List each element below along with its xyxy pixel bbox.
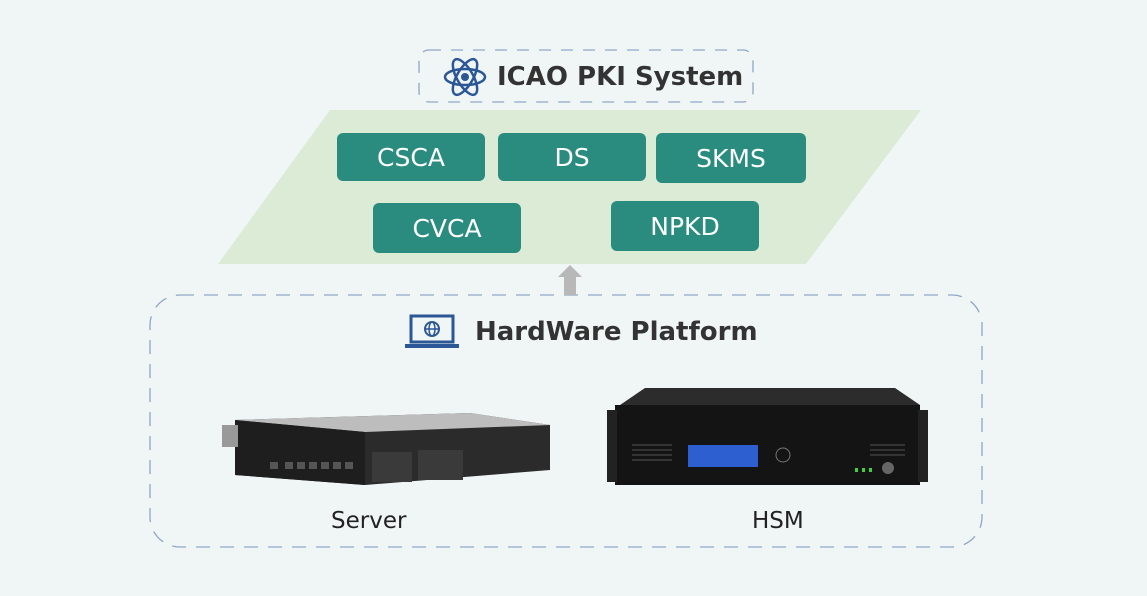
module-cvca: CVCA <box>373 203 521 253</box>
atom-icon <box>443 57 487 97</box>
module-npkd: NPKD <box>611 201 759 251</box>
up-arrow-icon <box>558 265 582 295</box>
hardware-title: HardWare Platform <box>403 314 758 350</box>
hardware-title-text: HardWare Platform <box>475 317 758 347</box>
module-csca: CSCA <box>337 133 485 181</box>
module-ds: DS <box>498 133 646 181</box>
system-title-text: ICAO PKI System <box>497 62 744 92</box>
system-title: ICAO PKI System <box>443 55 743 99</box>
server-label: Server <box>331 508 407 534</box>
hsm-image <box>607 388 928 485</box>
hsm-label: HSM <box>752 508 804 534</box>
server-image <box>222 413 550 485</box>
system-title-frame <box>418 49 754 103</box>
laptop-globe-icon <box>405 314 459 348</box>
module-skms: SKMS <box>656 133 806 183</box>
